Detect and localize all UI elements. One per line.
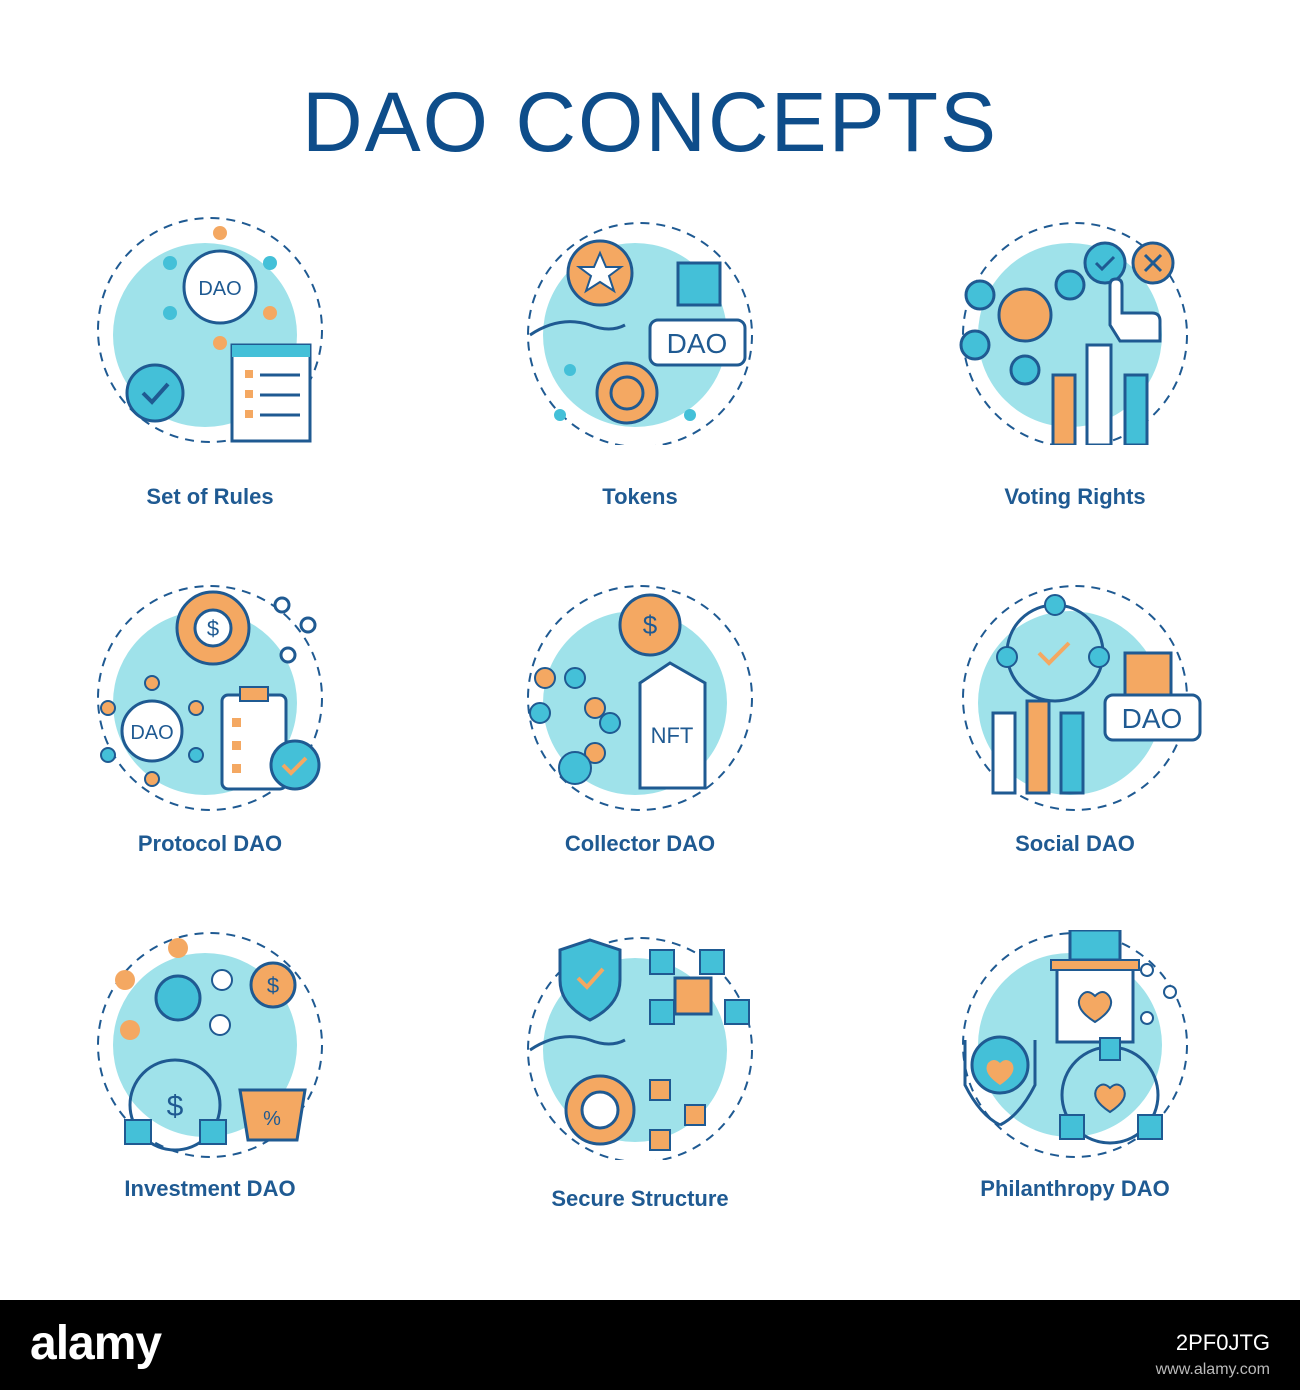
dollar-text: $ — [267, 973, 279, 998]
card-set-of-rules: DAO Set of Rules — [70, 215, 350, 515]
tokens-icon: DAO — [527, 222, 753, 445]
dao-text: DAO — [1122, 703, 1183, 734]
philanthropy-dao-icon — [962, 930, 1188, 1158]
card-philanthropy-dao: Philanthropy DAO — [935, 930, 1215, 1230]
card-label: Secure Structure — [551, 1186, 729, 1211]
collector-dao-icon: $ NFT — [527, 585, 753, 811]
secure-structure-icon — [527, 937, 753, 1160]
voting-rights-icon — [959, 222, 1188, 445]
card-tokens: DAO Tokens — [500, 215, 780, 515]
card-label: Tokens — [602, 484, 678, 509]
card-label: Voting Rights — [1004, 484, 1146, 509]
card-label: Protocol DAO — [137, 831, 283, 856]
dollar-text: $ — [207, 616, 219, 641]
dao-text: DAO — [198, 278, 241, 300]
card-investment-dao: $ % $ Investment DAO — [70, 930, 350, 1230]
site-url: www.alamy.com — [1155, 1361, 1270, 1378]
card-collector-dao: $ NFT Collector DAO — [500, 583, 780, 883]
card-voting-rights: Voting Rights — [935, 215, 1215, 515]
footer-meta: 2PF0JTG www.alamy.com — [1156, 1332, 1270, 1378]
card-label: Philanthropy DAO — [980, 1176, 1170, 1201]
image-id: 2PF0JTG — [1175, 1330, 1270, 1355]
nft-text: NFT — [651, 723, 694, 748]
page-title: DAO CONCEPTS — [301, 75, 999, 169]
social-dao-icon: DAO — [962, 585, 1202, 811]
dao-text: DAO — [130, 722, 173, 744]
card-label: Social DAO — [1015, 831, 1135, 856]
investment-dao-icon: $ % $ — [97, 932, 323, 1158]
card-label: Set of Rules — [146, 484, 274, 509]
dao-text: DAO — [667, 328, 728, 359]
percent-text: % — [263, 1108, 281, 1130]
dollar-text: $ — [643, 610, 658, 640]
alamy-logo: alamy — [30, 1317, 162, 1370]
card-secure-structure: Secure Structure — [500, 930, 780, 1230]
footer-bar: alamy 2PF0JTG www.alamy.com — [0, 1300, 1300, 1390]
dollar-text: $ — [167, 1090, 184, 1123]
card-label: Collector DAO — [564, 831, 716, 856]
card-social-dao: DAO Social DAO — [935, 583, 1215, 883]
card-protocol-dao: $ DAO Protocol DAO — [70, 583, 350, 883]
set-of-rules-icon: DAO — [97, 217, 323, 443]
card-label: Investment DAO — [124, 1176, 296, 1201]
protocol-dao-icon: $ DAO — [97, 585, 323, 811]
